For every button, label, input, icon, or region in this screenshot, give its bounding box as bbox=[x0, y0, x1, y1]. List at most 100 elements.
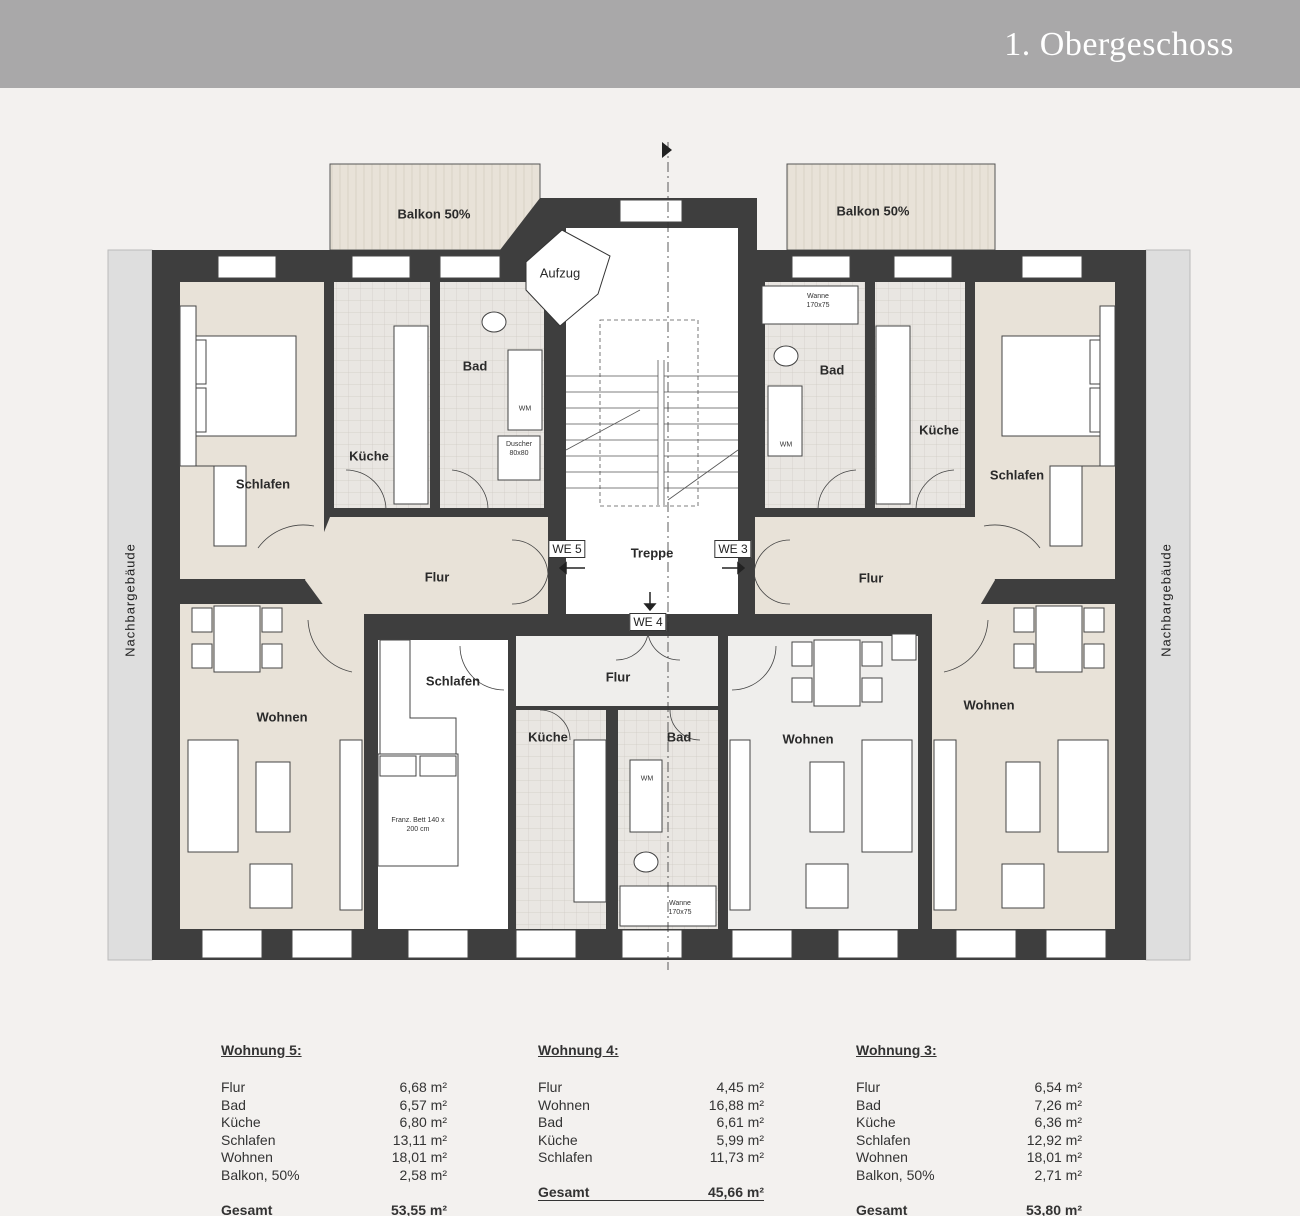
bed-right bbox=[1001, 335, 1115, 437]
entrance-we4: WE 4 bbox=[629, 613, 667, 631]
label-treppe: Treppe bbox=[630, 545, 674, 561]
area-row: Schlafen 11,73 m² bbox=[538, 1149, 764, 1167]
page-title: 1. Obergeschoss bbox=[1004, 26, 1234, 63]
label-aufzug: Aufzug bbox=[539, 265, 581, 281]
label-schlafen-3: Schlafen bbox=[989, 467, 1045, 483]
room-area: 6,57 m² bbox=[399, 1096, 447, 1113]
total-area: 53,80 m² bbox=[1025, 1201, 1082, 1216]
door-arcs bbox=[257, 469, 1041, 741]
neighbor-left bbox=[107, 249, 153, 961]
room-name: Küche bbox=[856, 1114, 896, 1131]
entrance-we3: WE 3 bbox=[714, 540, 752, 558]
room-name: Flur bbox=[538, 1079, 563, 1095]
label-schlafen-5: Schlafen bbox=[235, 476, 291, 492]
area-row: Schlafen 12,92 m² bbox=[856, 1132, 1082, 1150]
fixture-wm-5: WM bbox=[518, 405, 532, 413]
room-name: Balkon, 50% bbox=[221, 1166, 300, 1183]
room-name: Bad bbox=[538, 1114, 563, 1131]
room-area: 2,71 m² bbox=[1034, 1166, 1082, 1183]
bath-fixtures bbox=[481, 285, 917, 927]
total-area: 45,66 m² bbox=[707, 1183, 764, 1200]
room-name: Schlafen bbox=[538, 1149, 593, 1166]
apartment-table-4: Wohnung 4: Flur 4,45 m² Wohnen 16,88 m² Ba… bbox=[538, 1042, 764, 1201]
room-area: 11,73 m² bbox=[709, 1149, 764, 1166]
area-row: Flur 6,54 m² bbox=[856, 1079, 1082, 1097]
total-row: Gesamt 53,80 m² bbox=[856, 1201, 1082, 1216]
area-row: Flur 6,68 m² bbox=[221, 1079, 447, 1097]
room-name: Bad bbox=[856, 1096, 881, 1113]
total-label: Gesamt bbox=[856, 1201, 908, 1216]
label-bad-4: Bad bbox=[666, 729, 692, 745]
bed-left bbox=[181, 335, 297, 437]
room-name: Flur bbox=[856, 1079, 881, 1095]
balcony-right bbox=[786, 163, 996, 251]
apartment-title: Wohnung 5: bbox=[221, 1042, 302, 1058]
a5-flur bbox=[305, 517, 548, 614]
fixture-wm-4: WM bbox=[640, 775, 654, 783]
total-label: Gesamt bbox=[221, 1201, 273, 1216]
label-kueche-5: Küche bbox=[349, 448, 389, 464]
area-row: Flur 4,45 m² bbox=[538, 1079, 764, 1097]
section-marker bbox=[662, 142, 672, 158]
room-area: 6,36 m² bbox=[1034, 1114, 1082, 1131]
room-area: 4,45 m² bbox=[716, 1079, 764, 1095]
room-area: 6,54 m² bbox=[1034, 1079, 1082, 1095]
apartment-title: Wohnung 3: bbox=[856, 1042, 937, 1058]
label-wohnen-5: Wohnen bbox=[256, 709, 308, 725]
room-name: Wohnen bbox=[221, 1149, 273, 1166]
label-bad-3: Bad bbox=[819, 362, 845, 378]
bed-middle bbox=[377, 753, 459, 867]
apartment-table-3: Wohnung 3: Flur 6,54 m² Bad 7,26 m² Küche 6… bbox=[856, 1042, 1082, 1216]
floor-plan: Balkon 50% Balkon 50% Aufzug Bad Küche S… bbox=[107, 142, 1191, 970]
living-furniture bbox=[187, 605, 1109, 909]
entrance-we5: WE 5 bbox=[548, 540, 586, 558]
room-name: Wohnen bbox=[856, 1149, 908, 1166]
apartment-title: Wohnung 4: bbox=[538, 1042, 619, 1058]
fixture-wanne-4: Wanne 170x75 bbox=[668, 900, 692, 916]
label-wohnen-4: Wohnen bbox=[782, 731, 834, 747]
windows-bottom bbox=[201, 929, 1107, 959]
room-area: 6,68 m² bbox=[399, 1079, 447, 1095]
label-kueche-4: Küche bbox=[528, 729, 568, 745]
kitchen-counters bbox=[393, 325, 911, 903]
a4-flur bbox=[516, 636, 718, 706]
elevator bbox=[525, 229, 611, 327]
floor-plan-drawing bbox=[107, 142, 1191, 970]
a3-flur bbox=[755, 517, 995, 614]
room-area: 16,88 m² bbox=[708, 1096, 764, 1113]
area-row: Küche 6,36 m² bbox=[856, 1114, 1082, 1132]
area-row: Bad 7,26 m² bbox=[856, 1097, 1082, 1115]
room-name: Küche bbox=[221, 1114, 261, 1131]
room-name: Schlafen bbox=[856, 1131, 911, 1148]
room-name: Küche bbox=[538, 1131, 578, 1148]
label-kueche-3: Küche bbox=[919, 422, 959, 438]
room-name: Schlafen bbox=[221, 1131, 276, 1148]
neighbor-label-right: Nachbargebäude bbox=[1158, 543, 1174, 657]
area-row: Balkon, 50%2,58 m² bbox=[221, 1167, 447, 1185]
label-schlafen-4: Schlafen bbox=[425, 673, 481, 689]
label-wohnen-3: Wohnen bbox=[963, 697, 1015, 713]
room-name: Wohnen bbox=[538, 1096, 590, 1113]
room-area: 7,26 m² bbox=[1034, 1096, 1082, 1113]
area-row: Schlafen 13,11 m² bbox=[221, 1132, 447, 1150]
room-area: 6,80 m² bbox=[399, 1114, 447, 1131]
room-area: 13,11 m² bbox=[392, 1131, 447, 1148]
label-flur-4: Flur bbox=[605, 669, 631, 685]
windows-top bbox=[217, 199, 1083, 279]
room-name: Balkon, 50% bbox=[856, 1166, 935, 1183]
room-area: 18,01 m² bbox=[1026, 1149, 1082, 1166]
entry-arrows bbox=[558, 561, 746, 612]
fixture-bett: Franz. Bett 140 x 200 cm bbox=[391, 817, 445, 833]
header-bar: 1. Obergeschoss bbox=[0, 0, 1300, 88]
stair-steps bbox=[565, 319, 739, 507]
room-area: 12,92 m² bbox=[1026, 1131, 1082, 1148]
label-flur-5: Flur bbox=[424, 569, 450, 585]
wardrobes bbox=[179, 305, 1116, 911]
area-row: Balkon, 50% 2,71 m² bbox=[856, 1167, 1082, 1185]
room-name: Flur bbox=[221, 1079, 246, 1095]
